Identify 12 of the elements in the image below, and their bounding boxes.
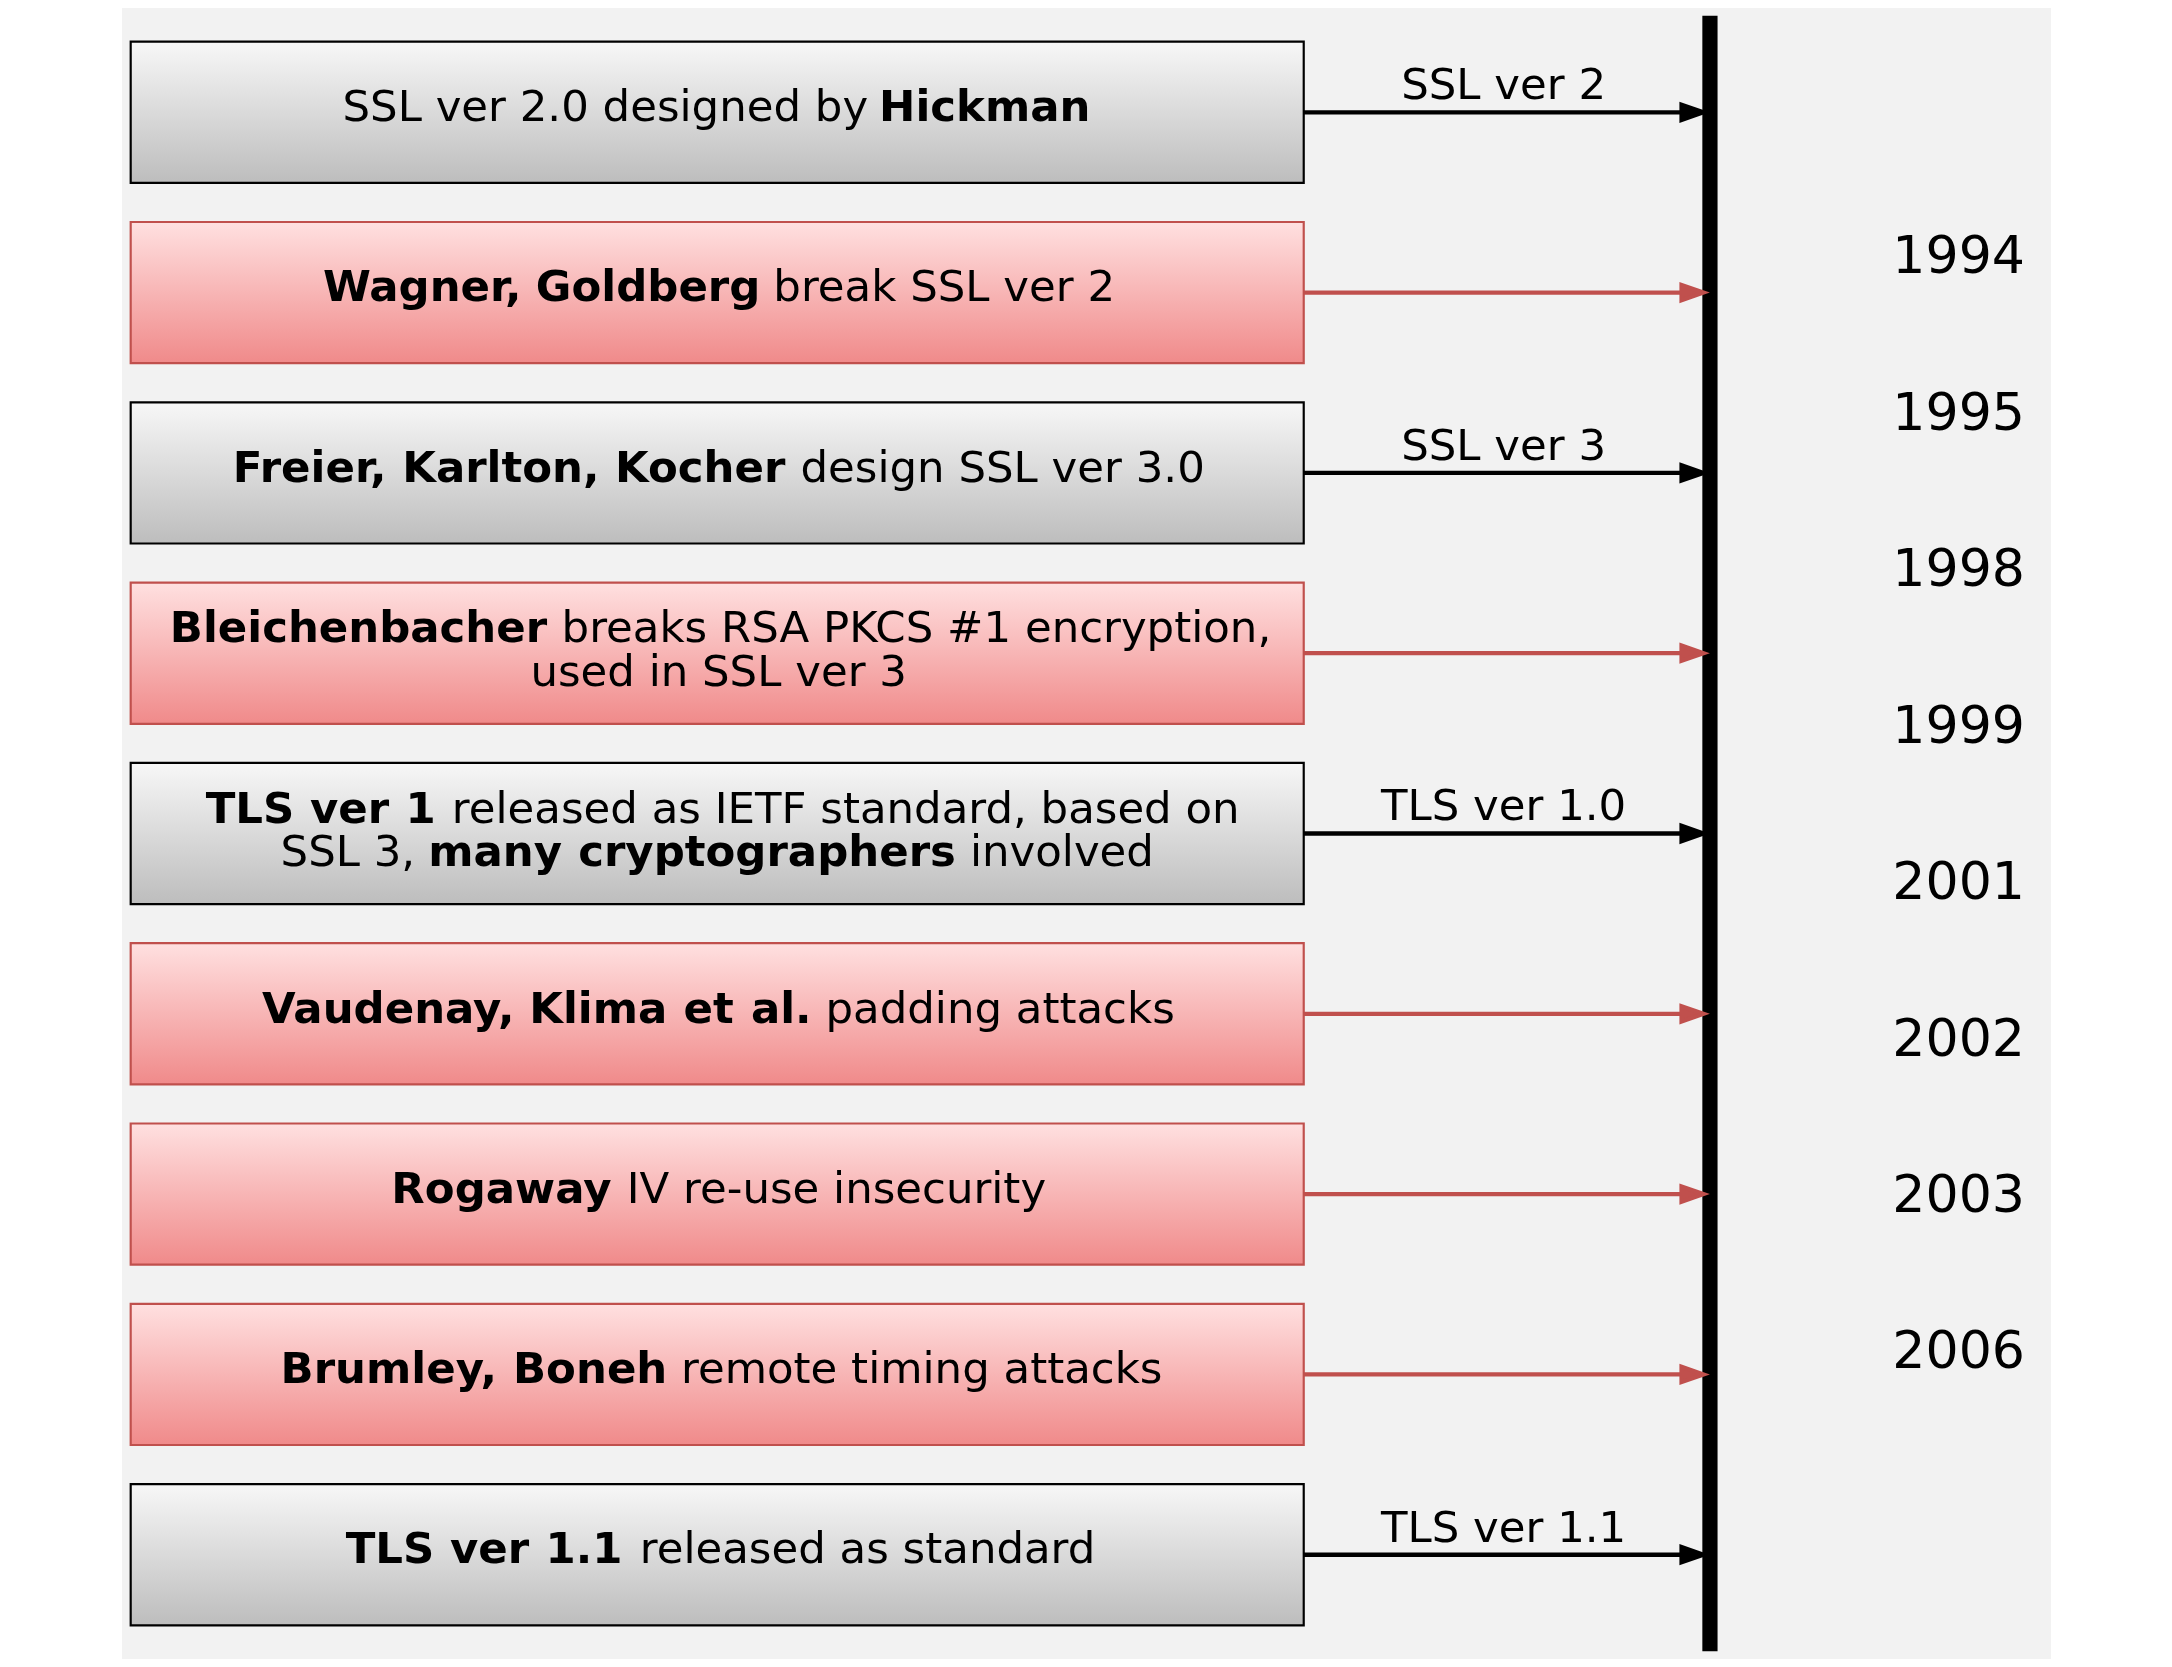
label: 1994 [1891, 225, 2025, 286]
label: 2003 [1891, 1163, 2025, 1224]
label: 2002 [1891, 1007, 2025, 1068]
label: 2006 [1891, 1320, 2025, 1381]
edge-label: SSL ver 3 [1400, 419, 1606, 470]
edge-label: TLS ver 1.0 [1380, 780, 1626, 831]
edge-label: TLS ver 1.1 [1380, 1501, 1626, 1552]
label: 1999 [1891, 694, 2025, 755]
label: 1998 [1891, 538, 2025, 599]
label: 2001 [1891, 851, 2025, 912]
edge-label: SSL ver 2 [1400, 59, 1606, 110]
label: 1995 [1891, 381, 2025, 442]
